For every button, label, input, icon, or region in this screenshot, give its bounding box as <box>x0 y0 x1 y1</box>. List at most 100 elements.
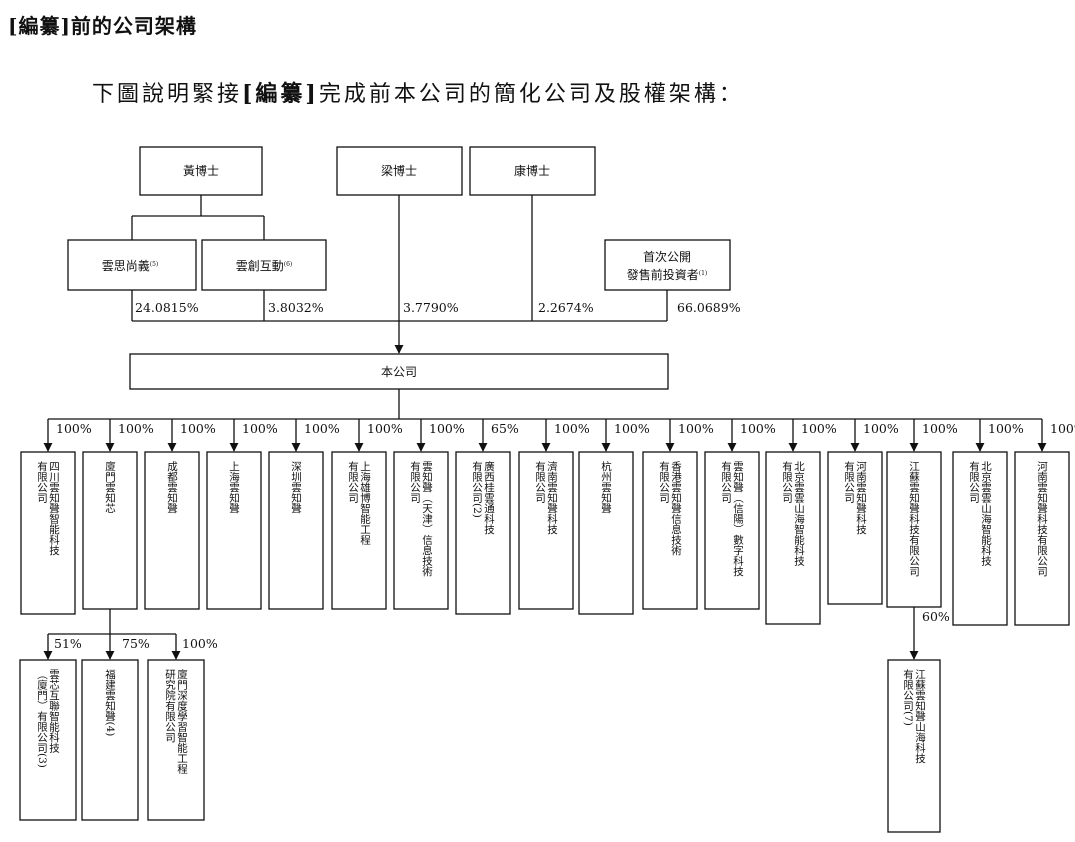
subsidiary-6-label-0: 上海雄博智能工程 <box>359 461 371 545</box>
preipo-label-2: 發售前投資者(1) <box>627 267 708 282</box>
subsidiary-4-box <box>206 451 262 610</box>
subsidiary-9-label-1: 有限公司 <box>534 460 546 503</box>
subsidiary-2-label-0: 廈門雲知芯 <box>104 460 116 513</box>
huang-box <box>139 146 263 196</box>
yunchuang-label: 雲創互動(6) <box>236 259 293 273</box>
subsidiary-13-label-0: 北京雲雲山海智能科技 <box>793 461 805 567</box>
subsidiary-17-box <box>1014 451 1070 626</box>
xiamen-sub-3-box <box>147 659 205 821</box>
xiamen-sub-3-label-0: 廈門深度學習智能工程 <box>176 668 188 774</box>
xiamen-sub-3-pct: 100% <box>182 636 218 651</box>
subsidiary-6-box <box>331 451 387 610</box>
intro-after: 完成前本公司的簡化公司及股權架構： <box>318 82 744 107</box>
subsidiary-7-label-1: 有限公司 <box>409 460 421 503</box>
subsidiary-1-label-0: 四川雲知聲智能科技 <box>48 461 60 556</box>
subsidiary-14-box <box>827 451 883 605</box>
jiangsu-sub-box <box>887 659 941 833</box>
xiamen-branch <box>48 609 176 635</box>
subsidiary-10-label-0: 杭州雲知聲 <box>600 460 612 514</box>
subsidiary-11-pct: 100% <box>678 421 714 436</box>
huang-label: 黃博士 <box>183 163 219 178</box>
subsidiary-11-box <box>642 451 698 610</box>
liang-box <box>336 146 463 196</box>
subsidiary-8-label-1: 有限公司(2) <box>471 460 483 518</box>
subsidiary-10-pct: 100% <box>614 421 650 436</box>
xiamen-sub-1-pct: 51% <box>54 636 82 651</box>
kang-label: 康博士 <box>514 163 550 178</box>
pct-liang: 3.7790% <box>403 300 459 315</box>
subsidiary-1-pct: 100% <box>56 421 92 436</box>
subsidiary-13-box <box>765 451 821 625</box>
xiamen-sub-2-label-0: 福建雲知聲(4) <box>104 668 116 736</box>
subsidiary-16-label-1: 有限公司 <box>968 460 980 503</box>
subsidiary-11-label-1: 有限公司 <box>658 460 670 503</box>
xiamen-sub-2-box <box>81 659 139 821</box>
subsidiary-9-label-0: 濟南雲知聲科技 <box>546 460 558 535</box>
xiamen-sub-1-label-1: （廈門）有限公司(3) <box>36 669 48 768</box>
holder-lines <box>131 195 668 322</box>
subsidiary-2-box <box>82 451 138 610</box>
xiamen-sub-1-box <box>19 659 77 821</box>
subsidiary-12-box <box>704 451 760 610</box>
subsidiary-12-pct: 100% <box>740 421 776 436</box>
pct-preipo: 66.0689% <box>677 300 741 315</box>
subsidiary-4-pct: 100% <box>242 421 278 436</box>
subsidiary-4-label-0: 上海雲知聲 <box>228 461 240 514</box>
xiamen-sub-3-label-1: 研究院有限公司 <box>164 669 176 743</box>
subsidiary-3-pct: 100% <box>180 421 216 436</box>
yunsi-label: 雲思尚義(5) <box>102 258 159 273</box>
subsidiary-11-label-0: 香港雲知聲信息技術 <box>670 461 682 556</box>
jiangsu-sub-label-1: 有限公司(7) <box>902 668 914 726</box>
subsidiary-16-box <box>952 451 1008 626</box>
subsidiary-5-box <box>268 451 324 610</box>
subsidiary-17-pct: 100% <box>1050 421 1075 436</box>
subsidiary-6-pct: 100% <box>367 421 403 436</box>
xiamen-sub-2-pct: 75% <box>122 636 150 651</box>
subsidiary-9-box <box>518 451 574 610</box>
subsidiary-15-box <box>886 451 942 608</box>
xiamen-sub-1-label-0: 雲芯互聯智能科技 <box>48 669 60 754</box>
subsidiaries-layer: 100%四川雲知聲智能科技有限公司100%廈門雲知芯100%成都雲知聲100%上… <box>20 419 1075 626</box>
xiamen-subs-layer: 51% 雲芯互聯智能科技（廈門）有限公司(3) 75% 福建雲知聲(4) 100% 廈門深… <box>19 634 218 821</box>
subsidiary-6-label-1: 有限公司 <box>347 460 359 503</box>
subsidiary-14-label-0: 河南雲知聲科技 <box>855 461 867 535</box>
yunsi-box <box>67 239 197 291</box>
page-heading: [編纂]前的公司架構 <box>8 14 197 38</box>
subsidiary-16-label-0: 北京雲雲山海智能科技 <box>980 461 992 567</box>
pct-yunsi: 24.0815% <box>135 300 199 315</box>
subsidiary-8-box <box>455 451 511 615</box>
jiangsu-sub-label-0: 江蘇雲知聲山海科技 <box>914 669 926 764</box>
subsidiary-10-box <box>578 451 634 615</box>
subsidiary-3-box <box>144 451 200 610</box>
huang-connector <box>131 195 265 240</box>
subsidiary-14-pct: 100% <box>863 421 899 436</box>
preipo-label-1: 首次公開 <box>643 250 691 264</box>
subsidiary-7-pct: 100% <box>429 421 465 436</box>
intro-sentence: 下圖說明緊接[編纂]完成前本公司的簡化公司及股權架構： <box>92 76 744 108</box>
intro-before: 下圖說明緊接 <box>92 82 243 107</box>
jiangsu-sub-pct: 60% <box>922 609 950 624</box>
subsidiary-15-label-0: 江蘇雲知聲科技有限公司 <box>908 461 920 577</box>
subsidiary-1-box <box>20 451 76 615</box>
subsidiary-13-pct: 100% <box>801 421 837 436</box>
subsidiary-14-label-1: 有限公司 <box>843 460 855 503</box>
company-label: 本公司 <box>381 365 417 379</box>
subsidiary-16-pct: 100% <box>988 421 1024 436</box>
subsidiary-3-label-0: 成都雲知聲 <box>166 461 178 514</box>
kang-box <box>469 146 596 196</box>
pct-kang: 2.2674% <box>538 300 594 315</box>
subsidiary-8-pct: 65% <box>491 421 519 436</box>
subsidiary-13-label-1: 有限公司 <box>781 460 793 503</box>
liang-label: 梁博士 <box>381 163 417 178</box>
subsidiary-5-pct: 100% <box>304 421 340 436</box>
subsidiary-2-pct: 100% <box>118 421 154 436</box>
subsidiary-12-label-0: 雲知聲（信陽）數字科技 <box>732 461 744 577</box>
subsidiary-1-label-1: 有限公司 <box>36 460 48 503</box>
subsidiary-7-box <box>393 451 449 610</box>
subsidiary-9-pct: 100% <box>554 421 590 436</box>
intro-bold: [編纂] <box>242 81 319 107</box>
subsidiary-17-label-0: 河南雲知聲科技有限公司 <box>1036 461 1048 577</box>
subsidiary-7-label-0: 雲知聲（天津）信息技術 <box>421 461 433 577</box>
